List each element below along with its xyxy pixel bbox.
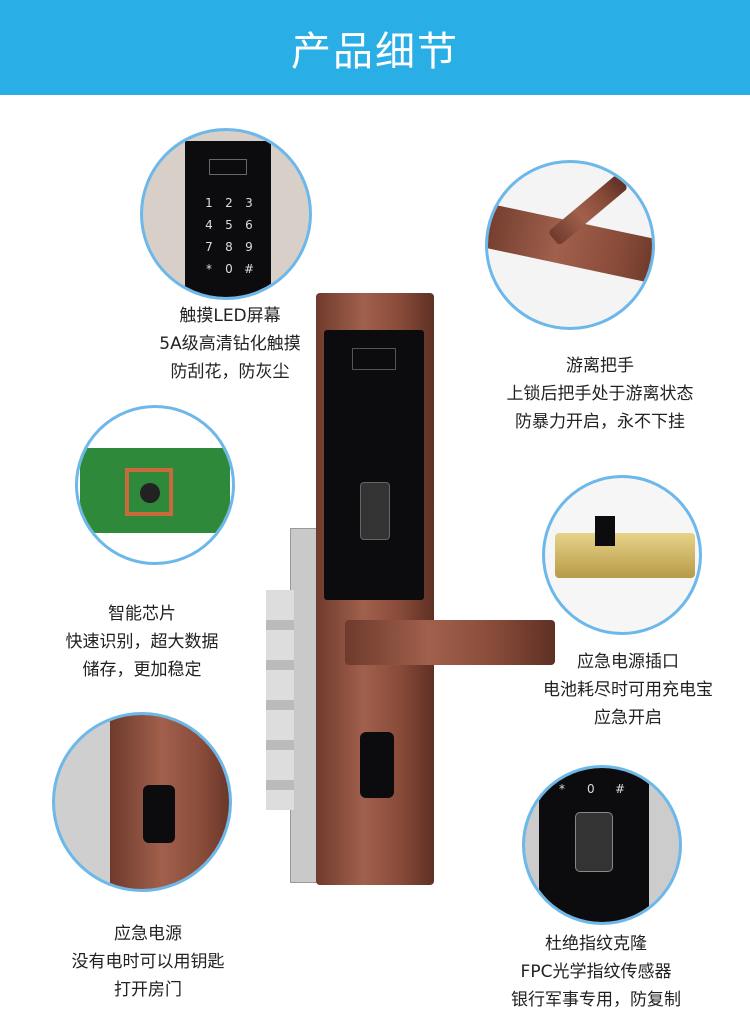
feature-title: 应急电源插口 — [577, 652, 679, 672]
feature-line: 电池耗尽时可用充电宝 — [543, 680, 713, 700]
key-7: 7 — [205, 240, 213, 254]
feature-line: 储存，更加稳定 — [82, 660, 202, 680]
key-hash: # — [243, 262, 255, 276]
feature-line: 防刮花，防灰尘 — [170, 362, 290, 382]
key-9: 9 — [245, 240, 253, 254]
keyhole-cover — [360, 732, 394, 798]
feature-title: 触摸LED屏幕 — [179, 306, 281, 326]
key-1: 1 — [205, 196, 213, 210]
feature-line: 银行军事专用，防复制 — [511, 990, 681, 1010]
key-8: 8 — [225, 240, 233, 254]
feature-title: 游离把手 — [566, 356, 634, 376]
detail-circle-handle — [485, 160, 655, 330]
door-handle — [345, 620, 555, 665]
feature-title: 应急电源 — [114, 924, 182, 944]
detail-circle-key — [52, 712, 232, 892]
feature-line: 5A级高清钻化触摸 — [159, 334, 301, 354]
caption-power-port: 应急电源插口 电池耗尽时可用充电宝 应急开启 — [498, 648, 750, 732]
feature-line: 应急开启 — [594, 708, 662, 728]
feature-line: FPC光学指纹传感器 — [520, 962, 672, 982]
fingerprint-sensor — [360, 482, 390, 540]
key-0-zoom: 0 — [587, 782, 595, 796]
key-0: 0 — [225, 262, 233, 276]
feature-line: 快速识别，超大数据 — [65, 632, 219, 652]
key-star: * — [206, 262, 212, 276]
feature-line: 上锁后把手处于游离状态 — [506, 384, 694, 404]
header-banner: 产品细节 — [0, 0, 750, 95]
key-5: 5 — [225, 218, 233, 232]
lock-bolts — [266, 590, 294, 810]
detail-circle-chip — [75, 405, 235, 565]
feature-line: 防暴力开启，永不下挂 — [515, 412, 685, 432]
key-6: 6 — [245, 218, 253, 232]
caption-touch-screen: 触摸LED屏幕 5A级高清钻化触摸 防刮花，防灰尘 — [100, 302, 360, 386]
feature-title: 智能芯片 — [108, 604, 176, 624]
fingerprint-sensor-zoom — [575, 812, 613, 872]
feature-title: 杜绝指纹克隆 — [545, 934, 647, 954]
key-3: 3 — [245, 196, 253, 210]
caption-fingerprint: 杜绝指纹克隆 FPC光学指纹传感器 银行军事专用，防复制 — [466, 930, 726, 1014]
detail-circle-power-port — [542, 475, 702, 635]
caption-emergency-key: 应急电源 没有电时可以用钥匙 打开房门 — [18, 920, 278, 1004]
key-4: 4 — [205, 218, 213, 232]
feature-line: 没有电时可以用钥匙 — [71, 952, 225, 972]
caption-handle: 游离把手 上锁后把手处于游离状态 防暴力开启，永不下挂 — [470, 352, 730, 436]
lock-cylinder — [555, 533, 695, 578]
detail-circle-fingerprint: * 0 # — [522, 765, 682, 925]
feature-line: 打开房门 — [114, 980, 182, 1000]
page-title: 产品细节 — [291, 28, 459, 75]
led-screen — [352, 348, 396, 370]
circuit-board — [80, 448, 230, 533]
lock-touch-panel — [324, 330, 424, 600]
key-hash-zoom: # — [615, 782, 626, 796]
key-star-zoom: * — [559, 782, 565, 796]
caption-chip: 智能芯片 快速识别，超大数据 储存，更加稳定 — [12, 600, 272, 684]
key-2: 2 — [225, 196, 233, 210]
